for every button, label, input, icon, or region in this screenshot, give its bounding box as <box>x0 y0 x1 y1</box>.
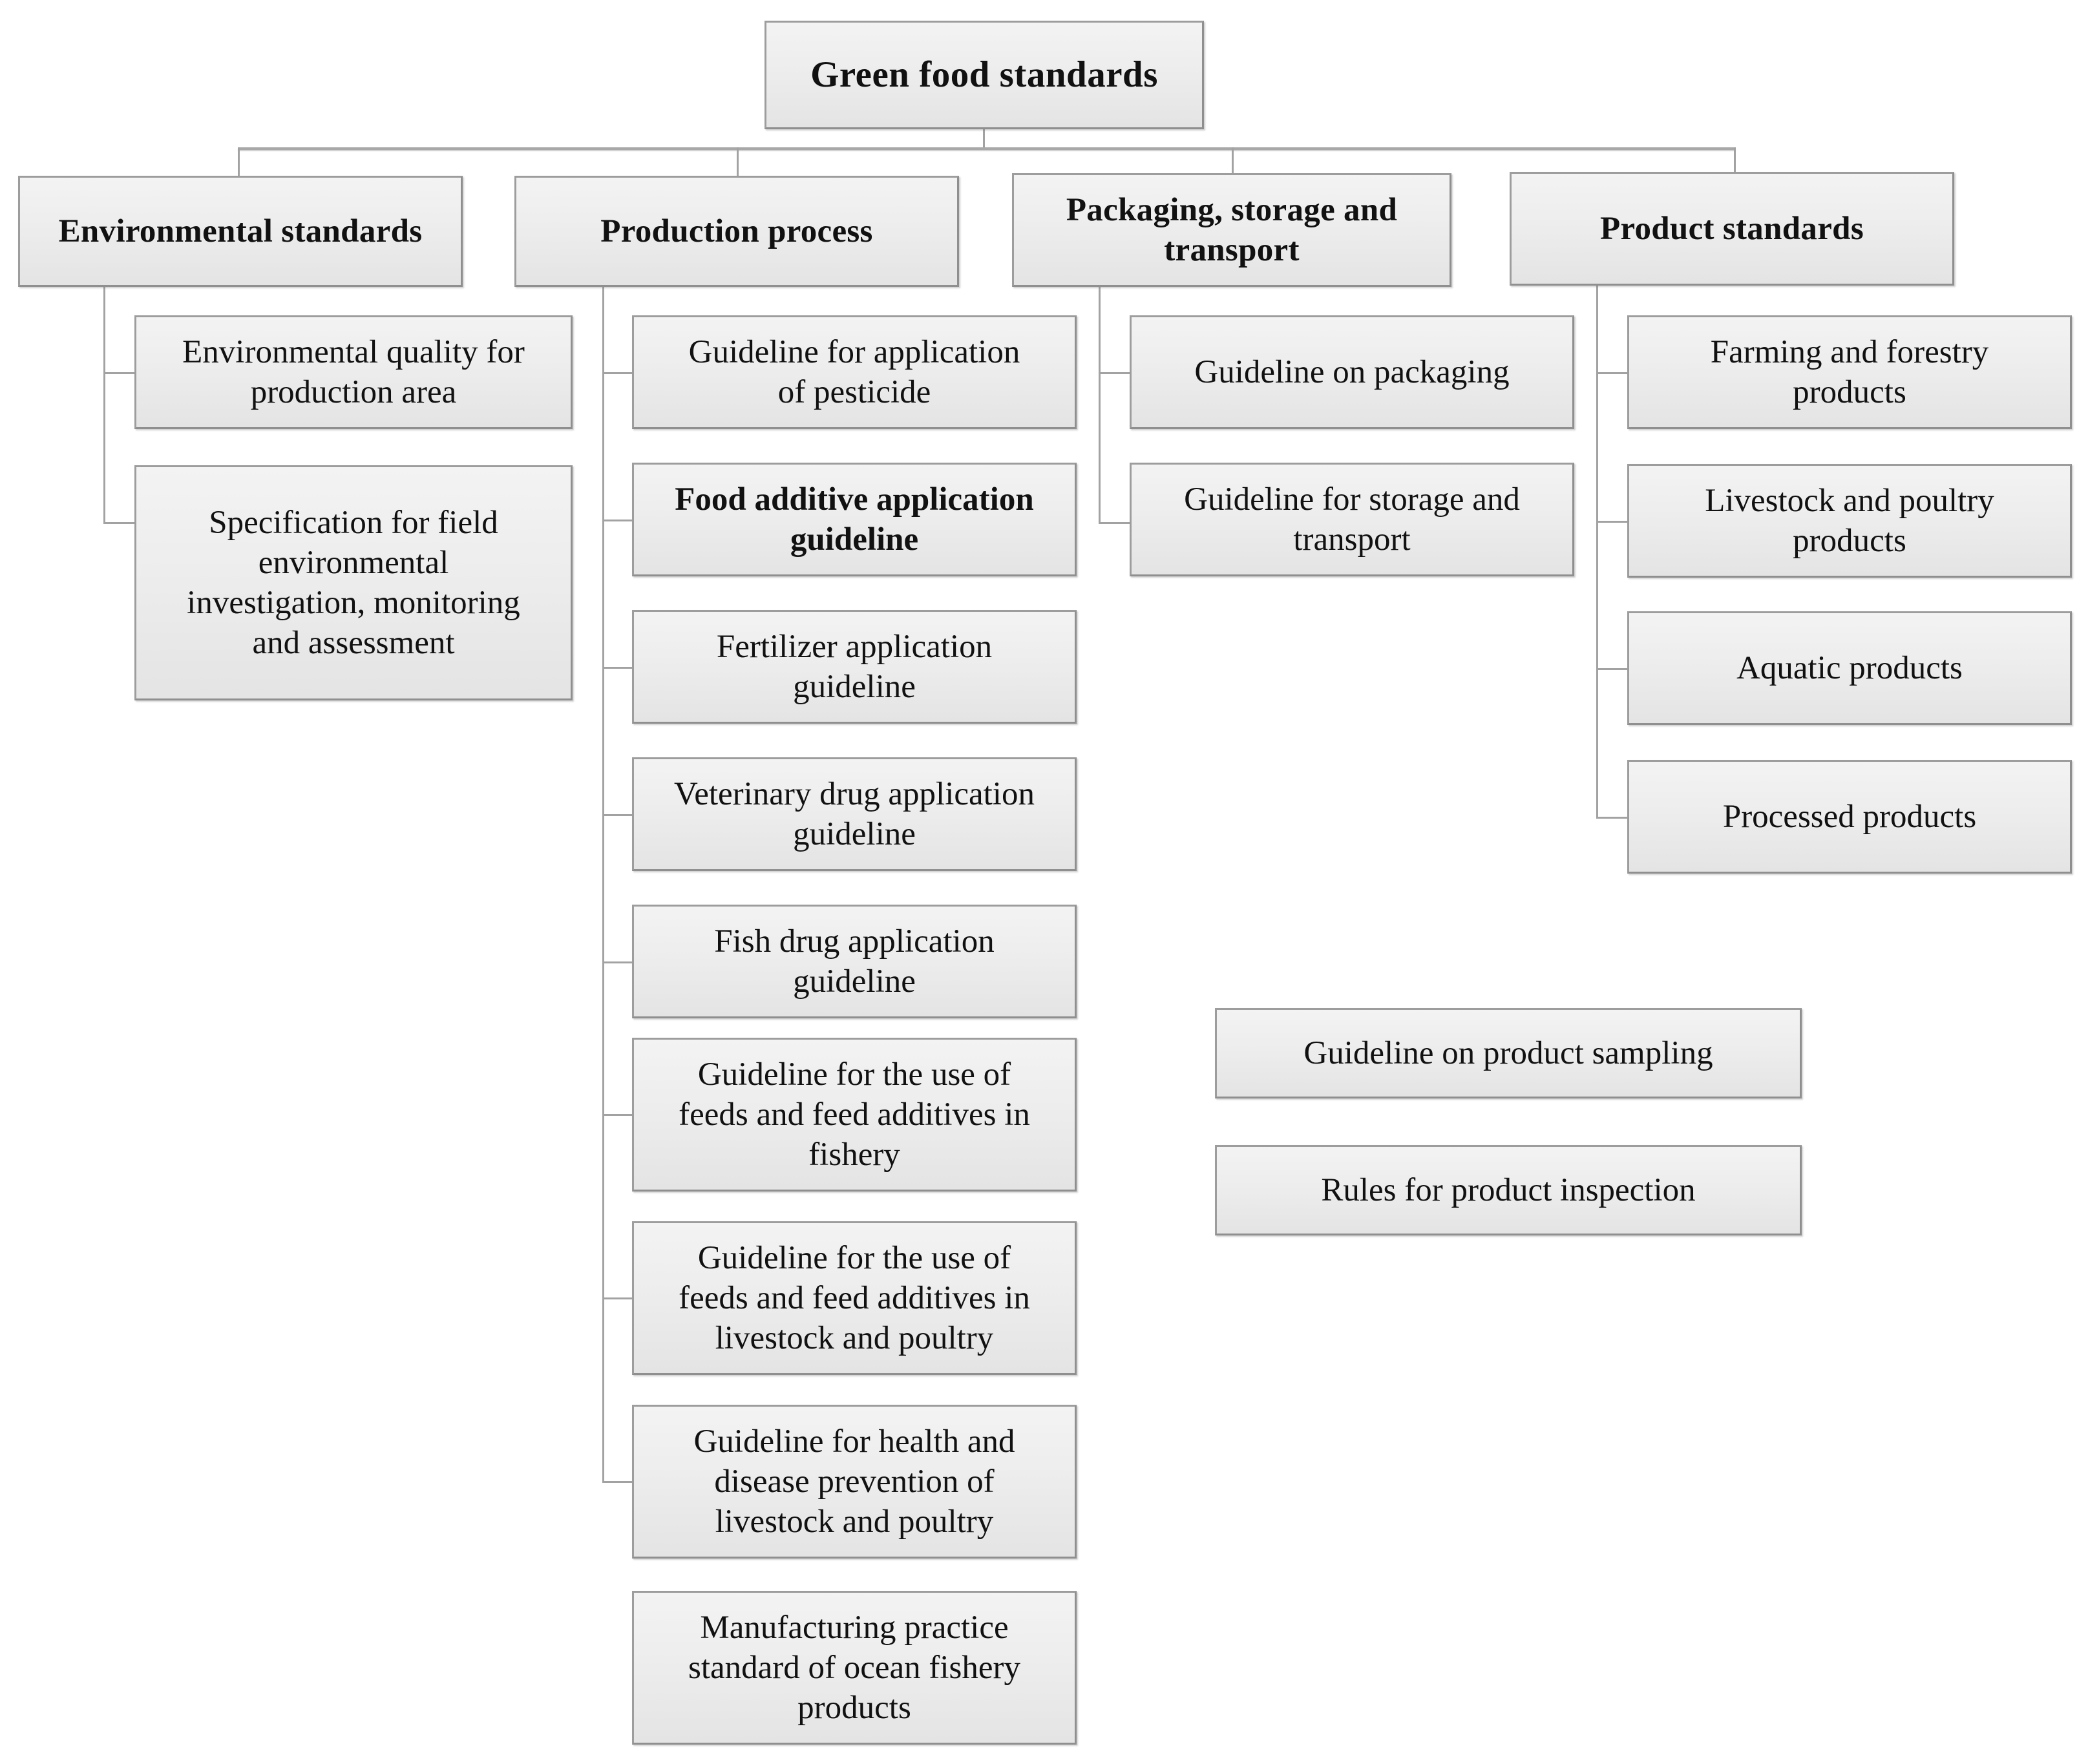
connector-stub-prod-child-7 <box>602 1481 633 1483</box>
connector-stub-env-child-0 <box>103 372 136 374</box>
node-guideline-health-disease-prevention-livestock-poultry[interactable]: Guideline for health and disease prevent… <box>632 1405 1077 1559</box>
connector-spine-packaging <box>1099 284 1101 522</box>
node-guideline-storage-transport[interactable]: Guideline for storage and transport <box>1130 463 1574 576</box>
connector-spine-production <box>602 284 604 1481</box>
node-label: Processed products <box>1722 798 1977 835</box>
node-product-standards[interactable]: Product standards <box>1510 172 1954 286</box>
connector-stub-prod-child-0 <box>602 372 633 374</box>
connector-stub-pack-child-0 <box>1099 372 1131 374</box>
connector-stub-prod-child-2 <box>602 667 633 669</box>
connector-drop-product <box>1734 147 1736 178</box>
node-label: Production process <box>600 213 873 249</box>
connector-root-stem <box>983 128 985 149</box>
connector-drop-packaging <box>1232 147 1234 178</box>
node-specification-field-environmental-investigation[interactable]: Specification for field environmental in… <box>134 465 573 700</box>
node-guideline-product-sampling[interactable]: Guideline on product sampling <box>1215 1008 1802 1098</box>
node-label: Livestock and poultry products <box>1705 482 1994 559</box>
connector-stub-prodstd-child-0 <box>1596 372 1629 374</box>
node-aquatic-products[interactable]: Aquatic products <box>1627 611 2072 725</box>
node-label: Guideline for storage and transport <box>1184 481 1520 558</box>
connector-stub-prod-child-1 <box>602 520 633 521</box>
node-label: Guideline on product sampling <box>1303 1034 1713 1071</box>
node-label: Manufacturing practice standard of ocean… <box>688 1609 1021 1727</box>
node-food-additive-application-guideline[interactable]: Food additive application guideline <box>632 463 1077 576</box>
node-rules-product-inspection[interactable]: Rules for product inspection <box>1215 1145 1802 1235</box>
node-label: Specification for field environmental in… <box>187 504 520 662</box>
node-label: Guideline for the use of feeds and feed … <box>679 1239 1030 1357</box>
node-environmental-standards[interactable]: Environmental standards <box>18 176 463 287</box>
node-label: Food additive application guideline <box>675 481 1034 558</box>
node-guideline-feeds-additives-fishery[interactable]: Guideline for the use of feeds and feed … <box>632 1038 1077 1192</box>
node-label: Product standards <box>1600 210 1864 247</box>
connector-stub-env-child-1 <box>103 522 136 524</box>
connector-stub-prod-child-5 <box>602 1114 633 1116</box>
node-label: Rules for product inspection <box>1321 1171 1696 1208</box>
connector-main-bus <box>238 147 1736 150</box>
node-manufacturing-practice-ocean-fishery-products[interactable]: Manufacturing practice standard of ocean… <box>632 1591 1077 1745</box>
connector-stub-prodstd-child-3 <box>1596 817 1629 819</box>
connector-drop-production <box>737 147 739 178</box>
node-green-food-standards[interactable]: Green food standards <box>765 21 1204 129</box>
node-label: Environmental standards <box>58 213 423 249</box>
node-label: Fertilizer application guideline <box>716 628 993 705</box>
node-guideline-feeds-additives-livestock-poultry[interactable]: Guideline for the use of feeds and feed … <box>632 1221 1077 1375</box>
connector-stub-prod-child-3 <box>602 814 633 816</box>
node-label: Guideline for application of pesticide <box>688 333 1020 410</box>
connector-stub-prod-child-6 <box>602 1297 633 1299</box>
node-guideline-on-packaging[interactable]: Guideline on packaging <box>1130 315 1574 429</box>
node-processed-products[interactable]: Processed products <box>1627 760 2072 874</box>
connector-stub-prodstd-child-1 <box>1596 521 1629 523</box>
node-livestock-poultry-products[interactable]: Livestock and poultry products <box>1627 464 2072 578</box>
connector-spine-product <box>1596 279 1598 817</box>
node-label: Environmental quality for production are… <box>182 333 525 410</box>
node-label: Farming and forestry products <box>1710 333 1989 410</box>
node-label: Fish drug application guideline <box>714 923 995 1000</box>
node-veterinary-drug-application-guideline[interactable]: Veterinary drug application guideline <box>632 757 1077 871</box>
node-label: Guideline for health and disease prevent… <box>693 1423 1015 1540</box>
node-label: Guideline for the use of feeds and feed … <box>679 1056 1030 1173</box>
node-production-process[interactable]: Production process <box>514 176 959 287</box>
node-farming-forestry-products[interactable]: Farming and forestry products <box>1627 315 2072 429</box>
connector-spine-environmental <box>103 278 105 523</box>
node-label: Veterinary drug application guideline <box>674 775 1035 852</box>
connector-stub-prod-child-4 <box>602 961 633 963</box>
connector-drop-environmental <box>238 147 240 178</box>
node-label: Guideline on packaging <box>1194 353 1510 390</box>
node-guideline-application-pesticide[interactable]: Guideline for application of pesticide <box>632 315 1077 429</box>
connector-stub-prodstd-child-2 <box>1596 668 1629 670</box>
node-label: Green food standards <box>810 54 1158 96</box>
node-environmental-quality-production-area[interactable]: Environmental quality for production are… <box>134 315 573 429</box>
connector-stub-pack-child-1 <box>1099 522 1131 524</box>
node-label: Aquatic products <box>1736 649 1963 686</box>
node-fertilizer-application-guideline[interactable]: Fertilizer application guideline <box>632 610 1077 724</box>
node-packaging-storage-transport[interactable]: Packaging, storage and transport <box>1012 173 1451 287</box>
node-fish-drug-application-guideline[interactable]: Fish drug application guideline <box>632 905 1077 1018</box>
node-label: Packaging, storage and transport <box>1066 191 1398 268</box>
